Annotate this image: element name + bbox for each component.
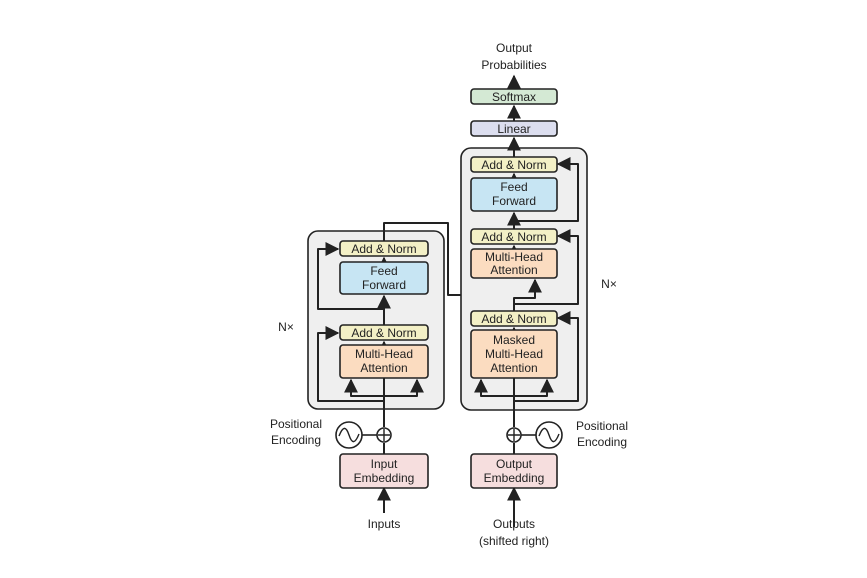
decoder-residual-2: [514, 229, 579, 305]
decoder-residual-3: [514, 157, 579, 222]
encoder-embedding-label-2: Embedding: [354, 471, 415, 485]
decoder-masked-branch-right: [514, 378, 554, 397]
decoder-attention-label-2: Attention: [490, 263, 537, 277]
encoder-add-norm-bottom: [339, 324, 429, 341]
encoder-inputs-label: Inputs: [368, 517, 401, 531]
encoder-positional-label-1: Positional: [270, 417, 322, 431]
decoder-masked-multi-head-attention: [470, 329, 558, 379]
decoder-masked-label-2: Multi-Head: [485, 347, 543, 361]
encoder-attention-label-2: Attention: [360, 361, 407, 375]
encoder-positional-label-2: Encoding: [271, 433, 321, 447]
decoder-add-norm-top-label: Add & Norm: [481, 158, 546, 172]
softmax-label: Softmax: [492, 90, 536, 104]
encoder-repeat-label: N×: [278, 320, 294, 334]
encoder-add-norm-bottom-label: Add & Norm: [351, 326, 416, 340]
output-probabilities-label-2: Probabilities: [481, 58, 546, 72]
decoder-feed-forward-label-2: Forward: [492, 194, 536, 208]
encoder-feed-forward-label-1: Feed: [370, 264, 397, 278]
decoder-add-norm-bottom-label: Add & Norm: [481, 312, 546, 326]
encoder-embedding-label-1: Input: [371, 457, 398, 471]
decoder-repeat-label: N×: [601, 277, 617, 291]
encoder-sine-curve: [338, 427, 360, 443]
softmax-block: [470, 88, 558, 105]
decoder-masked-branch-left: [474, 378, 514, 397]
decoder-plus-sign-icon: [508, 429, 520, 441]
encoder-input-embedding: [339, 453, 429, 489]
encoder-attn-branch-right: [384, 378, 424, 397]
output-probabilities-label-1: Output: [496, 41, 533, 55]
encoder-feed-forward-label-2: Forward: [362, 278, 406, 292]
decoder-sine-curve: [538, 427, 560, 443]
linear-block: [470, 120, 558, 137]
encoder-add-norm-top: [339, 240, 429, 257]
encoder-add-norm-top-label: Add & Norm: [351, 242, 416, 256]
encoder-residual-1: [317, 326, 384, 402]
decoder-masked-label-1: Masked: [493, 333, 535, 347]
decoder-add-norm-bottom: [470, 310, 558, 327]
decoder-embedding-label-1: Output: [496, 457, 533, 471]
encoder-multi-head-attention: [339, 344, 429, 379]
encoder-plus-sign-icon: [378, 429, 390, 441]
decoder-positional-label-1: Positional: [576, 419, 628, 433]
encoder-attention-label-1: Multi-Head: [355, 347, 413, 361]
decoder-embedding-label-2: Embedding: [484, 471, 545, 485]
decoder-feed-forward: [470, 177, 558, 212]
encoder-stack: [307, 230, 445, 410]
decoder-feed-forward-label-1: Feed: [500, 180, 527, 194]
decoder-masked-label-3: Attention: [490, 361, 537, 375]
encoder-attn-branch-left: [344, 378, 384, 397]
decoder-add-norm-middle-label: Add & Norm: [481, 230, 546, 244]
decoder-residual-1: [514, 311, 579, 402]
decoder-attention-label-1: Multi-Head: [485, 250, 543, 264]
linear-label: Linear: [497, 122, 530, 136]
decoder-add-norm-middle: [470, 228, 558, 245]
decoder-outputs-label-1: Outputs: [493, 517, 535, 531]
decoder-outputs-label-2: (shifted right): [479, 534, 549, 548]
decoder-add-norm-top: [470, 156, 558, 173]
decoder-positional-label-2: Encoding: [577, 435, 627, 449]
decoder-output-embedding: [470, 453, 558, 489]
decoder-multi-head-attention: [470, 248, 558, 279]
encoder-residual-2: [317, 242, 384, 310]
encoder-feed-forward: [339, 261, 429, 295]
